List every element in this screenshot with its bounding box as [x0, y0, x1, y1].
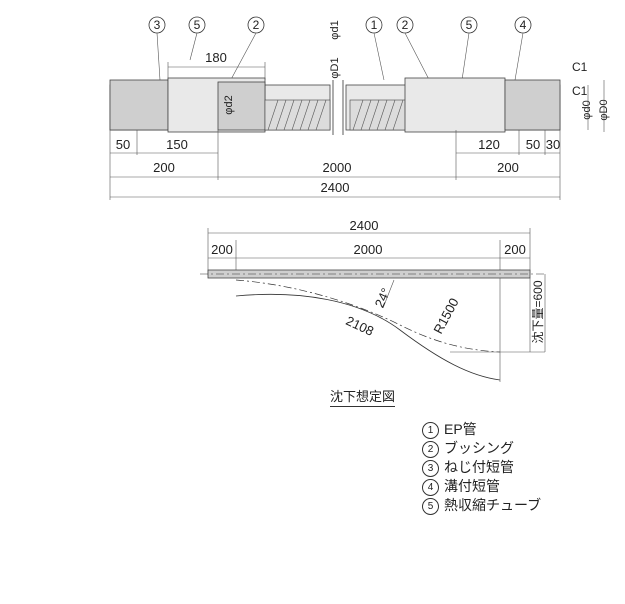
svg-text:2: 2	[253, 18, 260, 32]
dim-2000: 2000	[323, 160, 352, 175]
legend-item: 3 ねじ付短管	[422, 458, 541, 477]
settlement-view: 2400 200 2000 200 24° R1500 2108 沈下量=600	[200, 218, 546, 382]
dim-120: 120	[478, 137, 500, 152]
svg-text:5: 5	[194, 18, 201, 32]
dim-150: 150	[166, 137, 188, 152]
grooved-short-pipe	[504, 79, 561, 131]
legend-number: 1	[422, 422, 439, 439]
dia-D1-label: φD1	[329, 57, 341, 78]
settle-dim-200-left: 200	[211, 242, 233, 257]
bushing-left	[217, 81, 266, 131]
settle-dim-2000: 2000	[354, 242, 383, 257]
dia-d0-label: φd0	[581, 100, 593, 119]
pipe-assembly-view: 3 5 2 1 2 5 4	[109, 16, 610, 200]
callout-2-left: 2	[227, 16, 265, 86]
callout-5-left: 5	[188, 16, 206, 61]
parts-legend: 1 EP管 2 ブッシング 3 ねじ付短管 4 溝付短管 5 熱収縮チューブ	[422, 420, 541, 515]
callout-5-right: 5	[460, 16, 478, 81]
callout-3-left: 3	[148, 16, 166, 81]
settle-radius: R1500	[430, 295, 461, 336]
legend-label: EP管	[444, 421, 477, 437]
legend-label: 熱収縮チューブ	[444, 497, 542, 513]
legend-label: 溝付短管	[444, 478, 500, 494]
legend-number: 4	[422, 479, 439, 496]
threaded-short-pipe	[109, 79, 169, 131]
svg-text:3: 3	[154, 18, 161, 32]
svg-text:5: 5	[466, 18, 473, 32]
legend-item: 5 熱収縮チューブ	[422, 496, 541, 515]
settle-dim-200-right: 200	[504, 242, 526, 257]
dia-d2-label: φd2	[223, 95, 235, 114]
callout-4-right: 4	[514, 16, 532, 81]
settlement-curve	[235, 293, 501, 381]
dim-180: 180	[205, 50, 227, 65]
legend-number: 3	[422, 460, 439, 477]
svg-text:1: 1	[371, 18, 378, 32]
chamfer-label-2: C1	[572, 84, 588, 98]
settlement-caption: 沈下想定図	[330, 386, 396, 407]
dim-50-right: 50	[526, 137, 540, 152]
heat-shrink-tube-right	[404, 77, 506, 133]
thread-hatching-right	[349, 99, 411, 131]
svg-text:2: 2	[402, 18, 409, 32]
chamfer-label-1: C1	[572, 60, 588, 74]
legend-item: 1 EP管	[422, 420, 541, 439]
legend-number: 2	[422, 441, 439, 458]
settle-arc-length: 2108	[344, 313, 377, 339]
dim-50-left: 50	[116, 137, 130, 152]
dim-200-right: 200	[497, 160, 519, 175]
dim-30: 30	[546, 137, 560, 152]
settle-pipe	[207, 269, 531, 279]
legend-number: 5	[422, 498, 439, 515]
svg-text:4: 4	[520, 18, 527, 32]
legend-item: 4 溝付短管	[422, 477, 541, 496]
thread-hatching-left	[264, 99, 331, 131]
dim-2400: 2400	[321, 180, 350, 195]
callout-1-right: 1	[365, 16, 385, 81]
legend-label: ブッシング	[444, 440, 514, 456]
settle-amount: 沈下量=600	[530, 280, 545, 343]
legend-label: ねじ付短管	[444, 459, 514, 475]
dim-200-left: 200	[153, 160, 175, 175]
settle-dim-2400: 2400	[350, 218, 379, 233]
legend-item: 2 ブッシング	[422, 439, 541, 458]
dia-d1-label: φd1	[329, 20, 341, 39]
